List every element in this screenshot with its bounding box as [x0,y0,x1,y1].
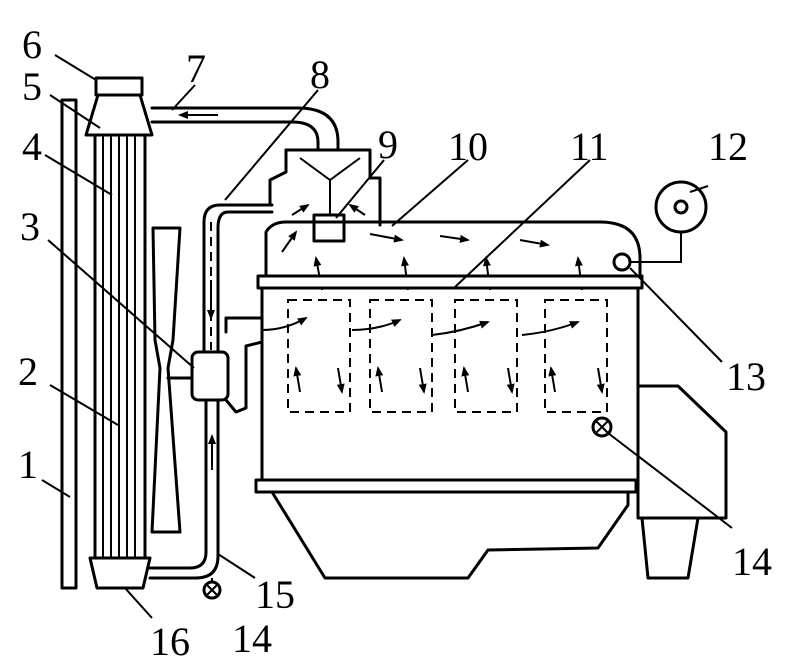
label-8: 8 [310,52,330,97]
label-2: 2 [18,349,38,394]
radiator-top-tank [84,93,154,137]
drain-cock-block [591,416,613,438]
label-5: 5 [22,64,42,109]
label-6: 6 [22,22,42,67]
label-11: 11 [570,124,609,169]
fan [150,226,198,534]
upper-hose [150,106,340,152]
label-1: 1 [18,442,38,487]
shroud-plate [60,98,78,590]
transmission-housing [636,384,728,580]
label-4: 4 [22,124,42,169]
label-14-block: 14 [732,539,772,584]
label-16: 16 [150,619,190,664]
temperature-sensor [612,252,632,272]
head-gasket [256,274,644,290]
radiator-bottom-tank [88,556,152,590]
label-9: 9 [378,122,398,167]
label-12: 12 [708,124,748,169]
label-7: 7 [186,46,206,91]
water-pump [190,316,264,414]
label-13: 13 [726,354,766,399]
temperature-gauge [630,180,708,263]
label-3: 3 [20,204,40,249]
part-labels: 6 5 7 8 4 9 10 11 12 3 13 2 1 14 15 16 1… [18,22,772,664]
leader-lines [41,54,733,619]
oil-pan [254,478,638,580]
label-14-pipe: 14 [232,616,272,661]
cylinder-jackets [287,299,608,413]
radiator-cap [94,76,144,97]
label-10: 10 [448,124,488,169]
lower-hose [148,398,220,580]
cylinder-block [260,286,640,484]
thermostat-housing [268,148,382,243]
label-15: 15 [255,572,295,617]
radiator-core [93,128,147,564]
drain-cock-pipe [202,578,222,600]
bypass-pipe [202,203,274,354]
